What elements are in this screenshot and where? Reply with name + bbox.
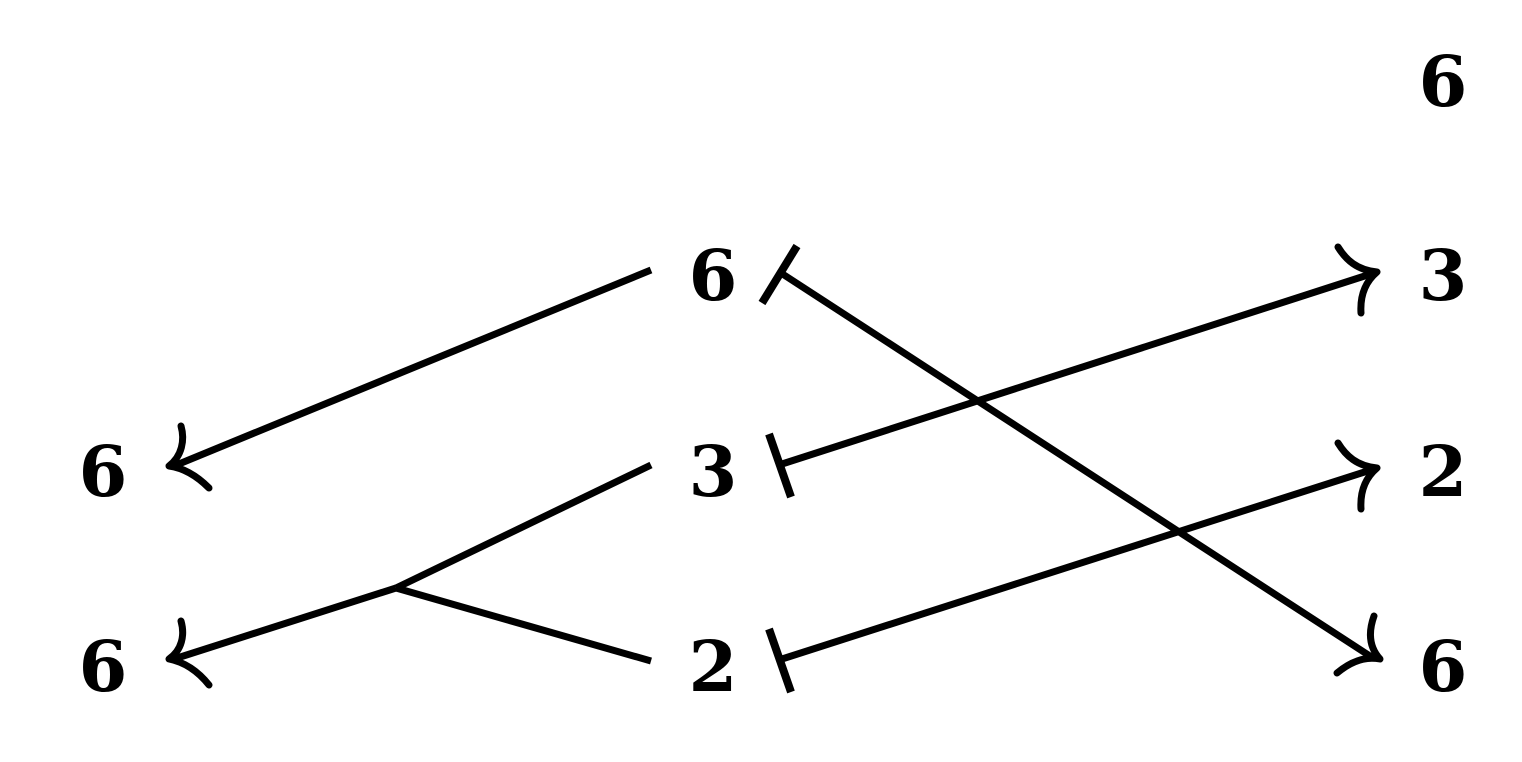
arrowhead-left-bottom	[165, 617, 213, 689]
arrowhead-left-top	[165, 422, 213, 492]
node-left-bottom: 6	[79, 625, 128, 708]
edge-mid-bottom-to-right-center	[765, 439, 1381, 694]
edge-merge-to-left-bottom	[165, 461, 653, 689]
node-left-top: 6	[79, 430, 128, 513]
node-top-right: 6	[1419, 40, 1468, 123]
node-mid-bottom: 2	[689, 625, 738, 708]
node-right-top: 3	[1419, 234, 1468, 317]
edge-mid-top-to-left-top	[165, 266, 653, 492]
arrowhead-right-bottom	[1333, 612, 1384, 677]
node-right-center: 2	[1419, 430, 1468, 513]
edge-mid-top-to-right-bottom	[758, 243, 1384, 677]
arrowhead-right-center	[1334, 439, 1381, 513]
node-mid-top: 6	[689, 234, 738, 317]
tail-mid-top	[758, 243, 801, 306]
node-right-bottom: 6	[1419, 625, 1468, 708]
tail-mid-bottom	[765, 627, 795, 694]
arrowhead-right-top	[1334, 243, 1381, 317]
edge-mid-center-to-right-top	[765, 243, 1381, 499]
node-mid-center: 3	[689, 430, 738, 513]
tail-mid-center	[765, 432, 795, 499]
